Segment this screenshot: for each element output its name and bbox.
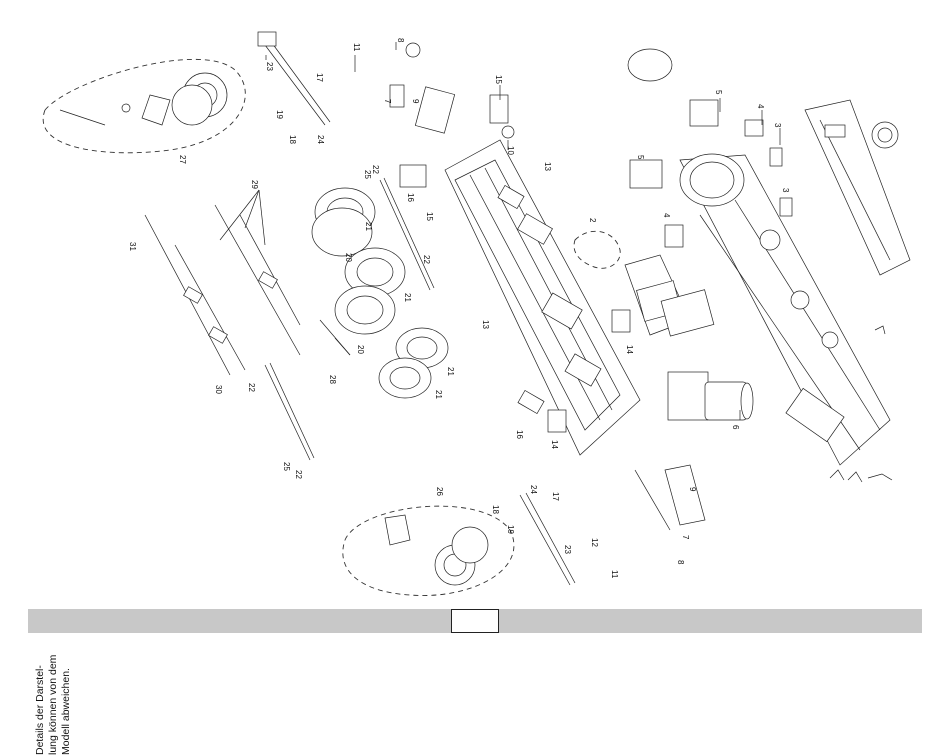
- label-20: 20: [344, 253, 353, 262]
- label-9-b: 9: [688, 487, 697, 492]
- exploded-parts-diagram: 23 17 19 18 24 27 11 8 7 9 15 10 13 16 1…: [0, 0, 950, 652]
- chassis-frame: [445, 140, 640, 455]
- pony-truck-26: [385, 493, 575, 585]
- label-2: 2: [588, 218, 597, 223]
- label-23: 23: [265, 62, 274, 71]
- pony-truck-27: [60, 73, 227, 125]
- label-23-b: 23: [563, 545, 572, 554]
- page-number-box: [451, 609, 499, 633]
- label-24: 24: [316, 135, 325, 144]
- label-24-b: 24: [529, 485, 538, 494]
- label-19-b: 19: [506, 525, 515, 534]
- label-25: 25: [363, 170, 372, 179]
- label-11-b: 11: [610, 570, 619, 579]
- label-10: 10: [506, 146, 515, 155]
- label-3-b: 3: [781, 188, 790, 193]
- label-7-b: 7: [681, 535, 690, 540]
- label-11: 11: [352, 43, 361, 52]
- label-5: 5: [714, 90, 723, 95]
- label-18: 18: [288, 135, 297, 144]
- group-outline-26: [343, 506, 514, 595]
- label-18-b: 18: [491, 505, 500, 514]
- label-21-d: 21: [434, 390, 443, 399]
- label-8-b: 8: [676, 560, 685, 565]
- label-21-c: 21: [446, 367, 455, 376]
- label-14: 14: [625, 345, 634, 354]
- label-6: 6: [731, 425, 740, 430]
- label-17-b: 17: [551, 492, 560, 501]
- valve-gear: [145, 205, 300, 375]
- label-22-b: 22: [422, 255, 431, 264]
- label-3: 3: [773, 123, 782, 128]
- label-12: 12: [590, 538, 599, 547]
- group-outline-2: [574, 231, 620, 268]
- label-13-b: 13: [481, 320, 490, 329]
- label-20-b: 20: [356, 345, 365, 354]
- label-15: 15: [494, 75, 503, 84]
- label-22-c: 22: [247, 383, 256, 392]
- label-21-b: 21: [403, 293, 412, 302]
- circuit-board: [625, 255, 714, 336]
- label-9: 9: [411, 99, 420, 104]
- label-21: 21: [364, 222, 373, 231]
- label-19: 19: [275, 110, 284, 119]
- cab-part: [805, 100, 910, 275]
- label-4: 4: [756, 104, 765, 109]
- label-25-b: 25: [282, 462, 291, 471]
- label-5-b: 5: [636, 155, 645, 160]
- label-30: 30: [214, 385, 223, 394]
- label-16: 16: [406, 193, 415, 202]
- label-8: 8: [396, 38, 405, 43]
- label-15-b: 15: [425, 212, 434, 221]
- label-22-d: 22: [294, 470, 303, 479]
- label-14-b: 14: [550, 440, 559, 449]
- label-27: 27: [178, 155, 187, 164]
- label-4-b: 4: [662, 213, 671, 218]
- label-13: 13: [543, 162, 552, 171]
- label-29: 29: [250, 180, 259, 189]
- label-16-b: 16: [515, 430, 524, 439]
- label-28: 28: [328, 375, 337, 384]
- label-26: 26: [435, 487, 444, 496]
- label-17: 17: [315, 73, 324, 82]
- label-31: 31: [128, 242, 137, 251]
- label-7: 7: [383, 99, 392, 104]
